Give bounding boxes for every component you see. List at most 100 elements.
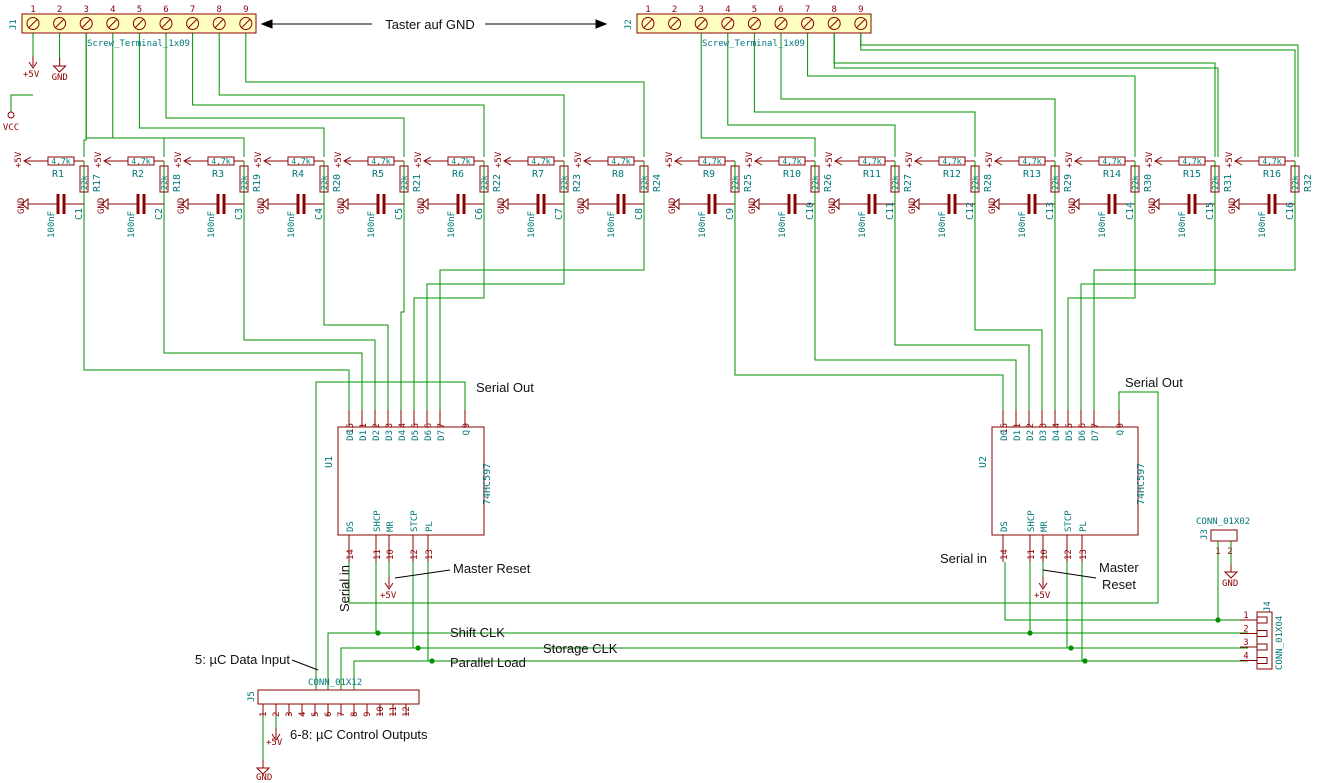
vcc-symbol [7, 111, 15, 119]
master-reset-u2-line1: Master [1099, 560, 1139, 575]
cap-ref: C5 [394, 208, 405, 220]
gnd-symbol [255, 760, 271, 775]
wire [974, 204, 1043, 410]
cap-ref: C11 [885, 202, 896, 220]
u1-ic-ref: U1 [324, 456, 335, 468]
series-resistor [1210, 165, 1220, 193]
u2-ic-top-pin-number: 15 [1000, 423, 1010, 434]
series-value: 22k [640, 175, 649, 190]
u1-ic-top-pin-name: D7 [437, 430, 447, 441]
j2-screw-terminal-pin-number: 8 [831, 5, 836, 15]
u1-ic-bottom-pin-name: DS [346, 521, 356, 532]
j1-screw-terminal-pin-number: 8 [216, 5, 221, 15]
u2-ic-bottom-pin-number: 14 [1000, 549, 1010, 560]
uc-control-outputs-label: 6-8: µC Control Outputs [290, 727, 428, 742]
series-resistor [79, 165, 89, 193]
channel-gnd-label: GND [1068, 198, 1078, 214]
u2-ic-ref: U2 [978, 456, 989, 468]
j2-screw-terminal-pin-number: 6 [778, 5, 783, 15]
j1-screw-terminal-screw-slot [214, 19, 224, 28]
series-resistor [970, 165, 980, 193]
wire [1004, 562, 1248, 621]
u2-ic-bottom-pin-name: SHCP [1027, 510, 1037, 532]
pullup-value: 4,7k [1262, 157, 1281, 166]
channel-plus5v-label: +5V [574, 151, 584, 168]
cap-value: 100nF [938, 211, 948, 238]
series-value: 22k [400, 175, 409, 190]
channel-gnd-label: GND [988, 198, 998, 214]
cap-ref: C12 [965, 202, 976, 220]
j5-pin-number: 10 [376, 706, 386, 717]
j1-screw-terminal-screw-slot [135, 19, 144, 28]
pullup-value: 4,7k [611, 157, 630, 166]
u1-ic-top-pin-name: Q [462, 430, 472, 435]
channel-gnd-label: GND [668, 198, 678, 214]
master-reset-u1-label: Master Reset [453, 561, 531, 576]
j4-pin-socket [1256, 616, 1268, 624]
u2-ic-bottom-pin-number: 12 [1064, 549, 1074, 560]
cap-value: 100nF [1178, 211, 1188, 238]
pullup-ref: R7 [532, 169, 544, 180]
j3-pin1: 1 [1215, 547, 1220, 557]
channel-gnd-label: GND [97, 198, 107, 214]
cap-ref: C7 [554, 208, 565, 220]
plus5v-arrow [1038, 582, 1048, 590]
j2-screw-terminal-screw [694, 17, 708, 30]
series-resistor [239, 165, 249, 193]
pullup-ref: R10 [783, 169, 801, 180]
pullup-ref: R1 [52, 169, 64, 180]
u1-ic-top-pin-name: D0 [346, 430, 356, 441]
wire [348, 391, 1159, 604]
u2-ic-top-pin-name: D6 [1078, 430, 1088, 441]
j4-pin-number: 4 [1243, 652, 1248, 662]
j5-ref: J5 [247, 691, 257, 702]
channel-gnd-label: GND [257, 198, 267, 214]
j2-screw-terminal-screw-slot [750, 19, 759, 28]
cap-value: 100nF [698, 211, 708, 238]
j5-body [257, 689, 420, 705]
channel-gnd-label: GND [417, 198, 427, 214]
pullup-value: 4,7k [291, 157, 310, 166]
wire [833, 29, 1219, 157]
gnd-symbol [672, 197, 687, 211]
series-value: 22k [1211, 175, 1220, 190]
pullup-ref: R14 [1103, 169, 1121, 180]
junction-dot [1082, 658, 1088, 664]
wire [83, 29, 87, 157]
wire [1080, 204, 1216, 410]
master-reset-u2-line2: Reset [1102, 577, 1136, 592]
j1-screw-terminal-screw-slot [81, 19, 91, 28]
cap-value: 100nF [607, 211, 617, 238]
j1-screw-terminal-pin-number: 1 [30, 5, 35, 15]
j5-pin-number: 12 [402, 706, 412, 717]
j5-pin-number: 6 [324, 712, 334, 717]
wire [860, 29, 1296, 157]
gnd-symbol [912, 197, 927, 211]
j5-gnd-label: GND [256, 773, 272, 783]
u1-ic-top-pin-number: 5 [411, 423, 421, 428]
gnd-symbol [181, 197, 196, 211]
series-ref: R22 [492, 174, 503, 192]
gnd-symbol [21, 197, 36, 211]
wire-layer [10, 29, 1299, 760]
pullup-ref: R6 [452, 169, 464, 180]
series-ref: R23 [572, 174, 583, 192]
channel-plus5v-label: +5V [494, 151, 504, 168]
cap-ref: C9 [725, 208, 736, 220]
channel-plus5v-label: +5V [825, 151, 835, 168]
j2-screw-terminal-pin-number: 3 [698, 5, 703, 15]
j1-plus5v-label: +5V [23, 70, 40, 80]
u1-ic-bottom-pin-name: SHCP [373, 510, 383, 532]
j1-screw-terminal-pin-number: 3 [83, 5, 88, 15]
series-value: 22k [560, 175, 569, 190]
j1-screw-terminal-screw [79, 17, 93, 30]
pullup-ref: R9 [703, 169, 715, 180]
cap-ref: C2 [154, 208, 165, 220]
u1-ic-top-pin-number: 6 [424, 423, 434, 428]
j2-screw-terminal-screw [854, 17, 868, 30]
cap-value: 100nF [778, 211, 788, 238]
pullup-value: 4,7k [942, 157, 961, 166]
u2-ic-top-pin-number: 1 [1013, 423, 1023, 428]
gnd-symbol [581, 197, 596, 211]
channel-gnd-label: GND [828, 198, 838, 214]
